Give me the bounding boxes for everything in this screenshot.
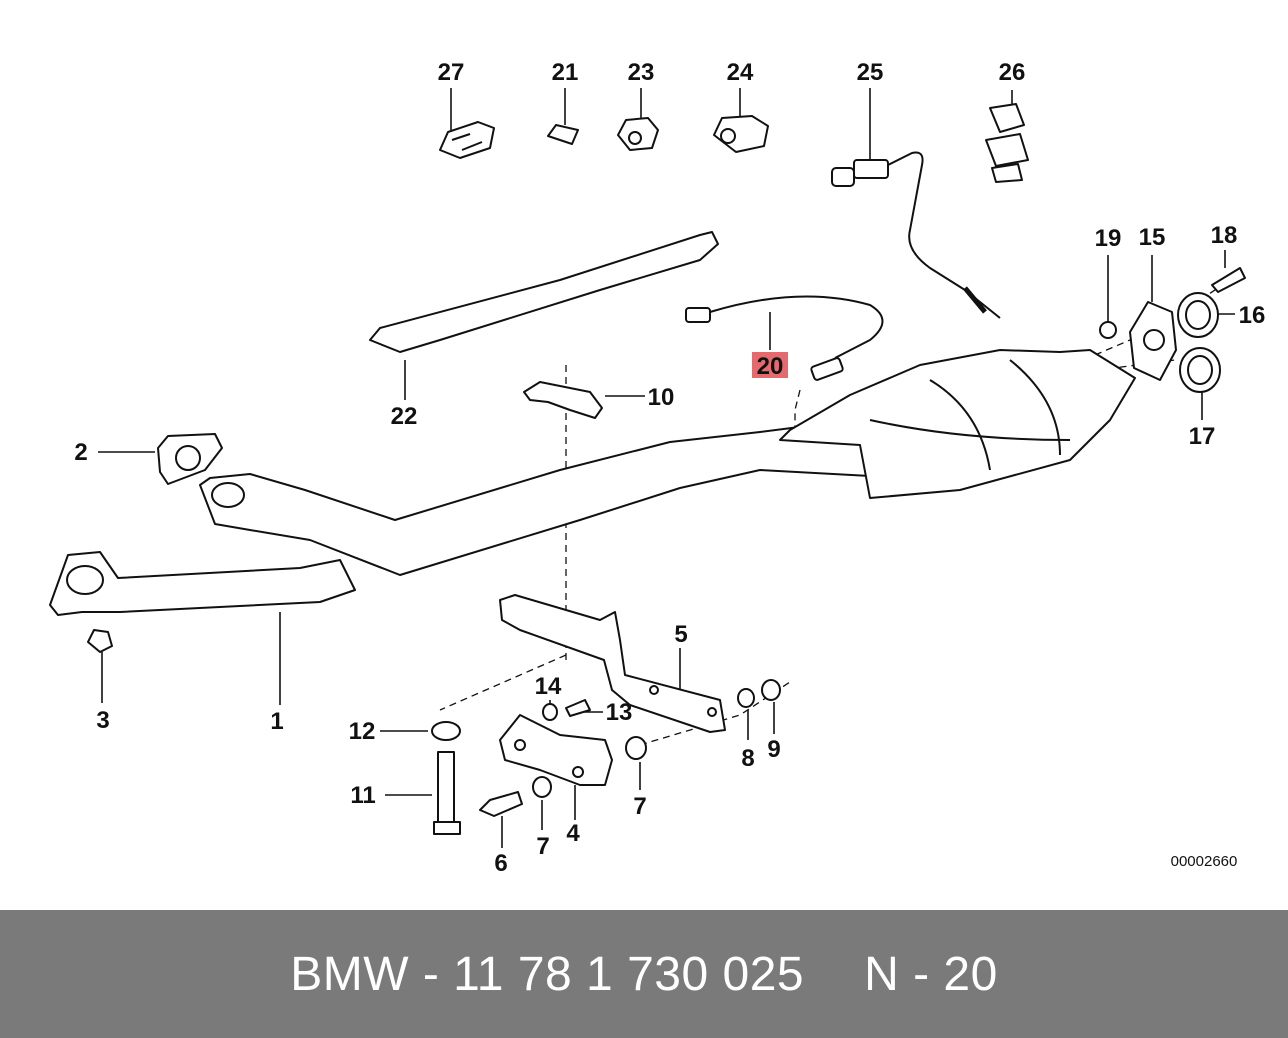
callout-1: 1: [270, 708, 283, 735]
callout-8: 8: [741, 745, 754, 772]
callout-23: 23: [628, 59, 655, 86]
callout-18: 18: [1211, 222, 1238, 249]
part-number-text: BMW - 11 78 1 730 025: [290, 947, 805, 1001]
leader-lines: [98, 88, 1235, 848]
callout-26: 26: [999, 59, 1026, 86]
highlight-box: [752, 352, 788, 378]
callout-24: 24: [727, 59, 754, 86]
callout-10: 10: [648, 384, 675, 411]
parts: [49, 103, 1246, 835]
callout-4: 4: [566, 820, 580, 847]
callout-22: 22: [391, 403, 418, 430]
callout-25: 25: [857, 59, 884, 86]
callout-7b: 7: [536, 833, 549, 860]
callout-6: 6: [494, 850, 507, 877]
position-text: N - 20: [864, 947, 998, 1001]
callout-16: 16: [1239, 302, 1266, 329]
callout-19: 19: [1095, 225, 1122, 252]
part-number-footer: BMW - 11 78 1 730 025 N - 20: [0, 910, 1288, 1038]
callout-27: 27: [438, 59, 465, 86]
callout-15: 15: [1139, 224, 1166, 251]
callout-5: 5: [674, 621, 687, 648]
callout-11: 11: [350, 782, 375, 809]
callout-13: 13: [606, 699, 633, 726]
callout-2: 2: [74, 439, 87, 466]
diagram-ref-code: 00002660: [1171, 853, 1238, 870]
callout-labels: 27 21 23 24 25 26 19 15 18 16 17 20 22 1…: [74, 59, 1265, 877]
callout-12: 12: [349, 718, 376, 745]
callout-17: 17: [1189, 423, 1216, 450]
exhaust-parts-diagram: 27 21 23 24 25 26 19 15 18 16 17 20 22 1…: [49, 59, 1265, 877]
callout-3: 3: [96, 707, 109, 734]
callout-20: 20: [757, 353, 784, 380]
callout-7a: 7: [633, 793, 646, 820]
callout-9: 9: [767, 736, 780, 763]
callout-14: 14: [535, 673, 562, 700]
callout-21: 21: [552, 59, 579, 86]
